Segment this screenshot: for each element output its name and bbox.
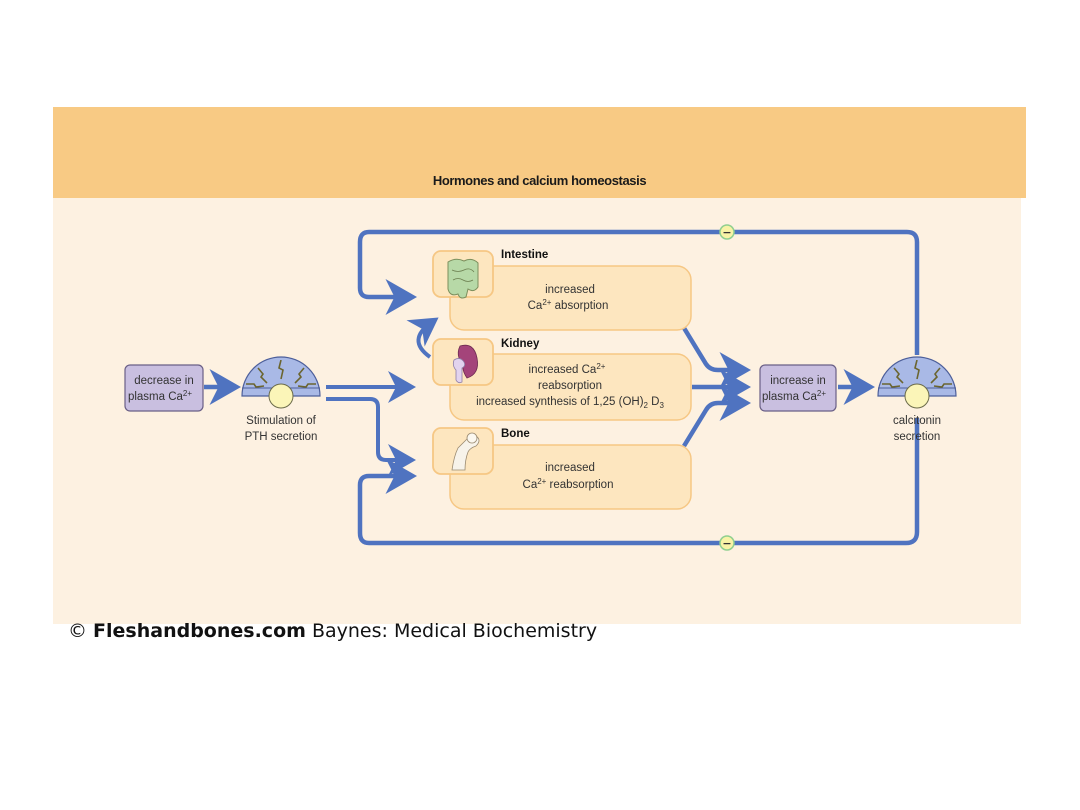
- header-band: [53, 107, 1026, 198]
- bone-line2: Ca2+ reabsorption: [523, 477, 614, 491]
- inhibition-marker-bottom: −: [719, 535, 735, 551]
- kidney-title: Kidney: [501, 338, 540, 350]
- arrow-intestine-to-increase: [682, 326, 751, 388]
- increase-label-line1: increase in: [770, 375, 826, 387]
- svg-text:−: −: [722, 537, 731, 550]
- node-bone: Bone increased Ca2+ reabsorption: [432, 427, 692, 510]
- decrease-label-line1: decrease in: [134, 375, 193, 387]
- arrow-bone-to-increase: [682, 385, 751, 448]
- credit-site: Fleshandbones.com: [93, 620, 306, 642]
- node-increase-plasma-ca: increase in plasma Ca2+: [759, 364, 837, 412]
- kidney-icon: [452, 344, 478, 384]
- copyright-symbol: ©: [68, 620, 87, 642]
- feedback-arrow-bone: [357, 418, 920, 546]
- calcitonin-label-line1: calcitonin: [893, 415, 941, 427]
- kidney-line2: reabsorption: [538, 380, 602, 392]
- calcitonin-label-line2: secretion: [894, 431, 941, 443]
- decrease-label-line2: plasma Ca2+: [128, 389, 192, 403]
- intestine-icon: [447, 258, 479, 299]
- kidney-line3: increased synthesis of 1,25 (OH)2 D3: [476, 396, 664, 410]
- pth-label-line1: Stimulation of: [246, 415, 316, 427]
- arrow-pth-to-bone: [326, 397, 416, 476]
- pth-gland-icon: [241, 356, 321, 409]
- intestine-line2: Ca2+ absorption: [528, 298, 609, 312]
- credit-source: Baynes: Medical Biochemistry: [305, 620, 598, 642]
- inhibition-marker-top: −: [719, 224, 735, 240]
- kidney-line1: increased Ca2+: [529, 362, 606, 376]
- pth-label-line2: PTH secretion: [245, 431, 318, 443]
- feedback-arrow-intestine: [357, 229, 920, 355]
- node-decrease-plasma-ca: decrease in plasma Ca2+: [124, 364, 204, 412]
- bone-icon: [451, 432, 480, 471]
- bone-line1: increased: [545, 462, 595, 474]
- credit-line: © Fleshandbones.com Baynes: Medical Bioc…: [68, 620, 597, 642]
- intestine-title: Intestine: [501, 249, 548, 261]
- calcitonin-gland-icon: [877, 356, 957, 409]
- intestine-line1: increased: [545, 284, 595, 296]
- node-intestine: Intestine increased Ca2+ absorption: [432, 249, 692, 331]
- arrow-kidney-to-intestine: [406, 317, 439, 359]
- bone-title: Bone: [501, 428, 530, 440]
- node-kidney: Kidney increased Ca2+ reabsorption incre…: [432, 338, 692, 421]
- diagram-title: Hormones and calcium homeostasis: [432, 173, 647, 188]
- increase-label-line2: plasma Ca2+: [762, 389, 826, 403]
- svg-text:−: −: [722, 226, 731, 239]
